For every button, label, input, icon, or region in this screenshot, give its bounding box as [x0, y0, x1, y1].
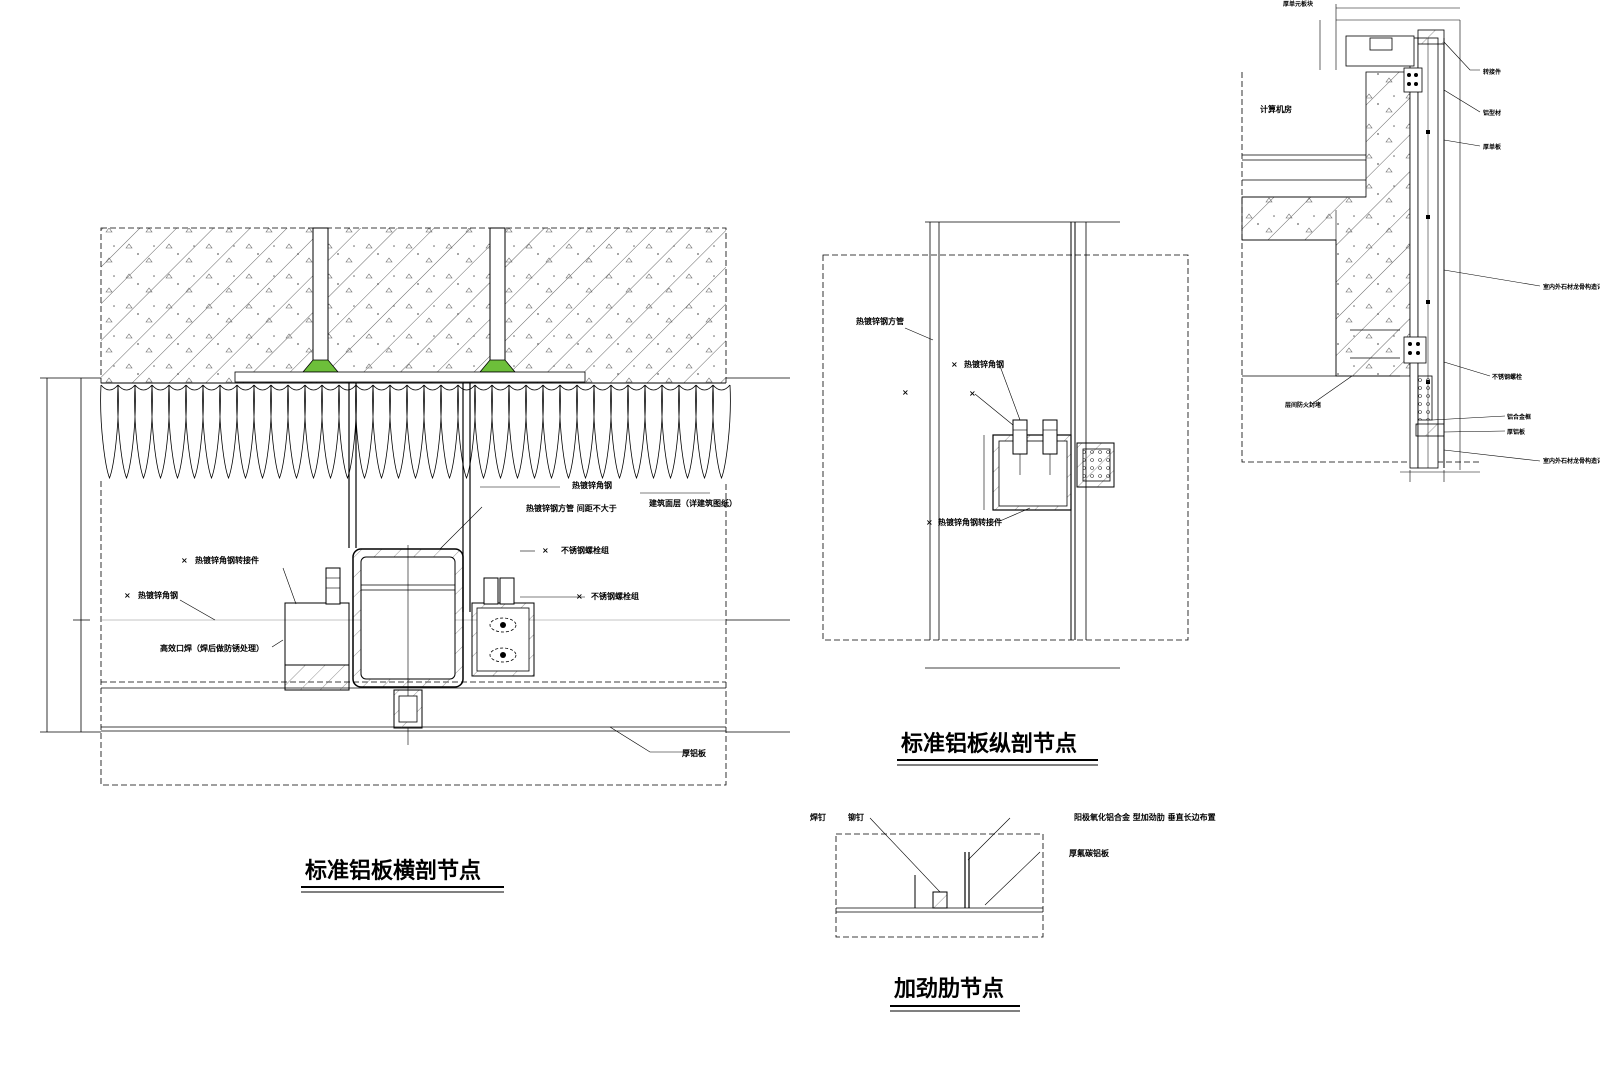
label-elev-6: 不锈钢螺栓	[1492, 373, 1522, 381]
label-elev-5: 室内外石材龙骨构造详见	[1543, 283, 1600, 291]
label-vertical-angle: 热镀锌角钢	[964, 359, 1004, 369]
svg-text:×: ×	[181, 556, 188, 565]
label-rivet: 铆钉	[848, 812, 864, 822]
label-ss-bolt-2: 不锈钢螺栓组	[591, 591, 639, 601]
svg-text:×: ×	[926, 518, 933, 527]
insulation-lobes	[100, 384, 731, 480]
label-elev-3: 铝型材	[1483, 109, 1501, 117]
label-alloy-note: 阳极氧化铝合金 型加劲肋 垂直长边布置	[1074, 812, 1216, 822]
svg-text:×: ×	[951, 360, 958, 369]
rivet-head	[932, 891, 948, 909]
vertical-section-detail: 热镀锌钢方管 × 热镀锌角钢 × × × 热镀锌角钢转接件 标准铝板纵剖节点	[822, 221, 1189, 766]
horizontal-section-detail: 热镀锌角钢 热镀锌钢方管 间距不大于 建筑面层（详建筑图纸） × 热镀锌角钢转接…	[40, 227, 790, 893]
svg-text:×: ×	[969, 389, 976, 398]
label-elev-4: 厚单板	[1483, 143, 1502, 151]
label-room: 计算机房	[1260, 104, 1292, 114]
label-stiffener-panel: 厚氟碳铝板	[1069, 848, 1110, 858]
label-steel-angle: 热镀锌角钢	[138, 590, 178, 600]
label-elev-8: 铝合金框	[1507, 413, 1531, 421]
label-ss-bolt-1: 不锈钢螺栓组	[561, 545, 609, 555]
svg-text:×: ×	[576, 592, 583, 601]
title-horizontal-section: 标准铝板横剖节点	[305, 858, 481, 884]
label-elev-7: 层间防火封堵	[1285, 401, 1321, 409]
svg-text:×: ×	[542, 546, 549, 555]
label-elev-10: 室内外石材龙骨构造详见	[1543, 457, 1600, 465]
label-galv-angle: 热镀锌角钢	[572, 480, 612, 490]
label-vertical-tube: 热镀锌钢方管	[856, 316, 904, 326]
label-weld-stud: 焊钉	[810, 812, 826, 822]
label-weld: 高效口焊（焊后做防锈处理）	[160, 643, 264, 653]
elevation-section-detail: 计算机房 厚单元板块 转接件 铝型材 厚单板 室内外石材龙骨构造详见 不锈钢螺栓…	[1241, 0, 1600, 482]
label-elev-9: 厚铝板	[1507, 428, 1526, 436]
svg-text:×: ×	[124, 591, 131, 600]
label-vertical-connector: 热镀锌角钢转接件	[938, 517, 1002, 527]
svg-text:×: ×	[902, 388, 909, 397]
stiffener-detail: 焊钉 铆钉 阳极氧化铝合金 型加劲肋 垂直长边布置 厚氟碳铝板 加劲肋节点	[810, 812, 1216, 1012]
label-elev-1: 厚单元板块	[1283, 0, 1314, 8]
insulation-layer	[100, 382, 731, 481]
title-stiffener: 加劲肋节点	[893, 976, 1004, 1002]
label-galv-tube: 热镀锌钢方管 间距不大于	[526, 503, 617, 513]
title-vertical-section: 标准铝板纵剖节点	[901, 731, 1077, 757]
label-elev-2: 转接件	[1483, 68, 1501, 76]
label-panel: 厚铝板	[682, 748, 707, 758]
label-arch-finish: 建筑面层（详建筑图纸）	[648, 498, 737, 508]
label-angle-connector: 热镀锌角钢转接件	[195, 555, 259, 565]
